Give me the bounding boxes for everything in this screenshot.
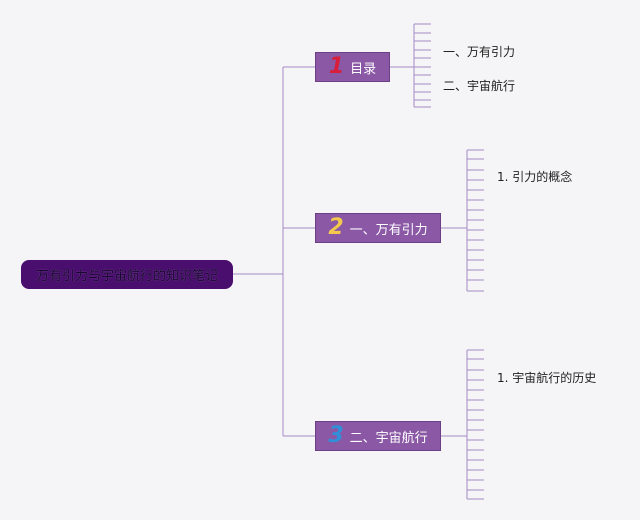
branch-label-space: 二、宇宙航行: [349, 430, 428, 446]
branch-node-space[interactable]: 3 二、宇宙航行: [315, 421, 441, 451]
branch-node-gravity[interactable]: 2 一、万有引力: [315, 213, 441, 243]
leaf-space-history[interactable]: 1. 宇宙航行的历史: [497, 371, 597, 385]
number-3-icon: 3: [328, 423, 344, 448]
number-2-icon: 2: [328, 215, 344, 240]
branch-label-toc: 目录: [350, 61, 377, 77]
branch-node-toc[interactable]: 1 目录: [315, 52, 390, 82]
leaf-toc-gravity[interactable]: 一、万有引力: [443, 45, 516, 59]
root-node[interactable]: 万有引力与宇宙航行的知识笔记: [21, 260, 233, 289]
branch-label-gravity: 一、万有引力: [349, 222, 428, 238]
leaf-gravity-concept[interactable]: 1. 引力的概念: [497, 170, 573, 184]
root-label: 万有引力与宇宙航行的知识笔记: [35, 269, 218, 284]
leaf-toc-space[interactable]: 二、宇宙航行: [443, 79, 516, 93]
number-1-icon: 1: [328, 54, 345, 79]
